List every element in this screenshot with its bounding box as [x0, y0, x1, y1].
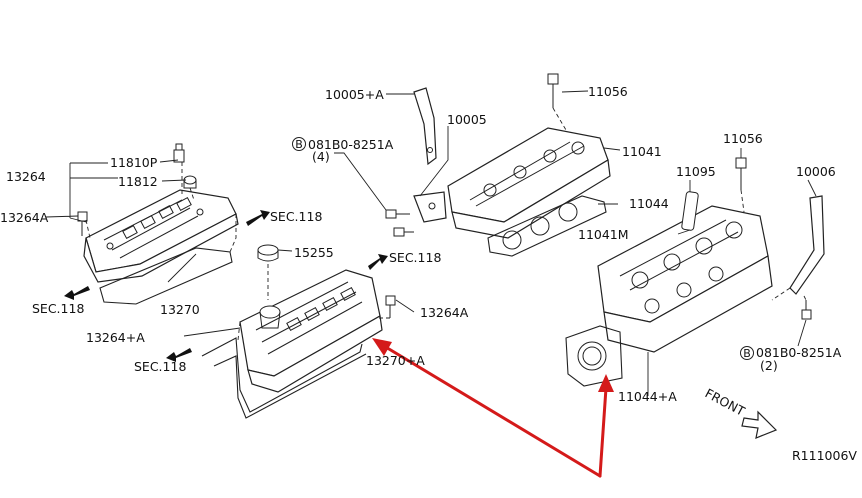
- grommet-11812: [183, 175, 197, 189]
- bolt-11056-top: [547, 73, 559, 108]
- bolt-symbol-bottom: B: [740, 346, 754, 360]
- bracket-10006: [789, 195, 825, 295]
- label-10005-plus-a: 10005+A: [325, 87, 384, 102]
- label-11056-right: 11056: [723, 131, 763, 146]
- label-sec118-left: SEC.118: [32, 301, 84, 316]
- oil-cap-15255: [257, 244, 279, 262]
- label-15255: 15255: [294, 245, 334, 260]
- label-sec118-top: SEC.118: [270, 209, 322, 224]
- bolt-13264a-mid: [385, 295, 396, 318]
- dowel-11095: [681, 191, 699, 231]
- label-sec118-bottom: SEC.118: [134, 359, 186, 374]
- label-11056-top: 11056: [588, 84, 628, 99]
- label-11095: 11095: [676, 164, 716, 179]
- label-11041: 11041: [622, 144, 662, 159]
- label-front: FRONT: [703, 385, 748, 418]
- sec-arrow-bottom: [166, 348, 192, 362]
- label-qty-top: (4): [312, 149, 330, 164]
- svg-text:B: B: [743, 347, 751, 360]
- label-11812: 11812: [118, 174, 158, 189]
- bolt-081b0-bottom: [801, 300, 812, 320]
- gasket-13270-a: [201, 337, 363, 413]
- label-11810p: 11810P: [110, 155, 158, 170]
- head-gasket-11044: [487, 195, 607, 257]
- label-13264-plus-a: 13264+A: [86, 330, 145, 345]
- bolt-11056-right: [735, 157, 747, 190]
- label-13270-plus-a: 13270+A: [366, 353, 425, 368]
- cylinder-head-11041: [447, 127, 611, 239]
- label-081b0-bottom: 081B0-8251A: [756, 345, 842, 360]
- label-ref-code: R111006V: [792, 448, 857, 463]
- cylinder-head-11041m: [597, 205, 773, 353]
- label-10005: 10005: [447, 112, 487, 127]
- leader-lines: [45, 90, 817, 396]
- label-13264: 13264: [6, 169, 46, 184]
- label-11041m: 11041M: [578, 227, 629, 242]
- bracket-10005: [413, 87, 437, 166]
- sec-arrow-left: [64, 286, 90, 300]
- red-highlight-arrows: [372, 338, 614, 478]
- label-13264a-left: 13264A: [0, 210, 49, 225]
- label-13270: 13270: [160, 302, 200, 317]
- sec-arrow-top-left: [246, 210, 270, 226]
- bracket-10005-a: [413, 191, 447, 223]
- svg-text:B: B: [295, 138, 303, 151]
- head-gasket-11044-a: [565, 325, 623, 387]
- rocker-cover-right: [239, 269, 383, 393]
- gasket-13270: [99, 247, 233, 305]
- label-sec118-mid: SEC.118: [389, 250, 441, 265]
- sec-arrow-mid: [368, 254, 388, 270]
- bolt-13264a-left: [77, 211, 88, 236]
- pcv-valve-11810p: [173, 143, 185, 163]
- label-qty-bottom: (2): [760, 358, 778, 373]
- label-11044: 11044: [629, 196, 669, 211]
- label-081b0-top: 081B0-8251A: [308, 137, 394, 152]
- label-13264a-mid: 13264A: [420, 305, 469, 320]
- label-10006: 10006: [796, 164, 836, 179]
- rocker-cover-left: [83, 189, 239, 283]
- bolt-symbol-top: B: [292, 137, 306, 151]
- front-arrow: [741, 410, 778, 439]
- label-11044-plus-a: 11044+A: [618, 389, 677, 404]
- bolt-081b0-top: [385, 209, 414, 237]
